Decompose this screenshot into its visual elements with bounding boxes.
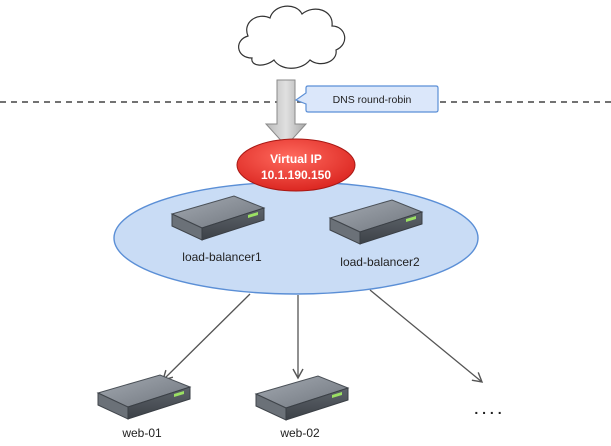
virtual-ip-address: 10.1.190.150 bbox=[261, 168, 331, 182]
load-balancer1-label: load-balancer1 bbox=[182, 250, 262, 264]
connector-to-web-01 bbox=[161, 293, 251, 382]
incoming-traffic-arrow bbox=[264, 79, 308, 147]
load-balancer2-label: load-balancer2 bbox=[340, 255, 420, 269]
virtual-ip-title: Virtual IP bbox=[270, 152, 322, 166]
server-icon bbox=[255, 375, 349, 421]
virtual-ip-node: Virtual IP 10.1.190.150 bbox=[236, 138, 356, 192]
more-servers-indicator: . . . . bbox=[474, 401, 501, 417]
callout-text: DNS round-robin bbox=[333, 94, 412, 106]
dns-round-robin-callout: DNS round-robin bbox=[294, 85, 439, 113]
connector-to-more-servers bbox=[369, 289, 484, 383]
server-icon bbox=[97, 374, 191, 420]
web-02-label: web-02 bbox=[279, 426, 320, 440]
load-balancer-cluster bbox=[113, 181, 479, 295]
cloud-icon bbox=[238, 5, 346, 69]
web-01-label: web-01 bbox=[121, 426, 162, 440]
